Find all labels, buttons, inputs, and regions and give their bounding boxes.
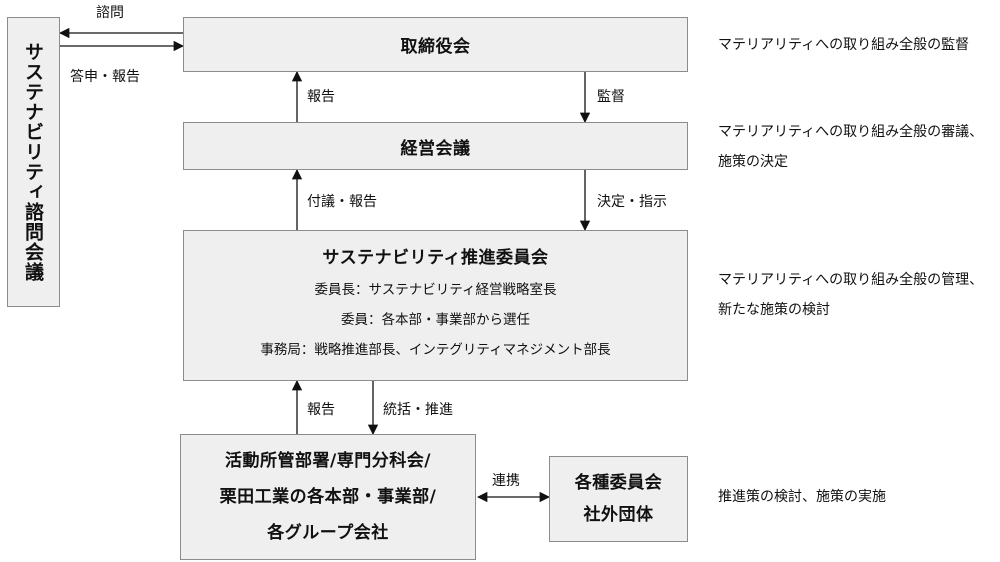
management-meeting-box: 経営会議 [183,122,688,170]
supervise-label: 監督 [597,89,625,105]
report-bottom-label: 報告 [307,402,335,418]
answer-report-label: 答申・報告 [70,69,140,85]
committees-line-2: 社外団体 [583,505,654,525]
divisions-description: 推進策の検討、施策の実施 [718,489,886,505]
board-title: 取締役会 [400,37,471,57]
divisions-line-2: 栗田工業の各本部・事業部/ [219,487,437,507]
sustainability-committee-title: サステナビリティ推進委員会 [322,248,549,268]
integration-promotion-label: 統括・推進 [383,402,453,418]
decision-instruction-label: 決定・指示 [597,194,667,210]
management-description: マテリアリティへの取り組み全般の審議、 施策の決定 [718,124,984,170]
divisions-line-1: 活動所管部署/専門分科会/ [225,451,431,471]
consult-label: 諮問 [96,5,124,21]
management-meeting-title: 経営会議 [400,138,471,159]
board-box: 取締役会 [183,17,688,72]
committees-line-1: 各種委員会 [574,473,663,493]
board-description: マテリアリティへの取り組み全般の監督 [718,37,970,53]
divisions-box: 活動所管部署/専門分科会/ 栗田工業の各本部・事業部/ 各グループ会社 [180,434,476,560]
proposal-report-label: 付議・報告 [307,194,377,210]
report-top-label: 報告 [307,89,335,105]
divisions-line-3: 各グループ会社 [267,523,389,543]
committee-description: マテリアリティへの取り組み全般の管理、 新たな施策の検討 [718,272,984,318]
collaboration-label: 連携 [492,473,520,489]
committees-box: 各種委員会 社外団体 [549,456,688,542]
committee-chair-line: 委員長：サステナビリティ経営戦略室長 [314,282,557,298]
advisory-council-box: サステナビリティ諮問会議 [7,17,60,307]
advisory-council-title: サステナビリティ諮問会議 [22,42,44,282]
committee-members-line: 委員：各本部・事業部から選任 [341,312,530,328]
committee-secretariat-line: 事務局：戦略推進部長、インテグリティマネジメント部長 [260,342,611,358]
sustainability-committee-box: サステナビリティ推進委員会 委員長：サステナビリティ経営戦略室長 委員：各本部・… [183,230,688,381]
